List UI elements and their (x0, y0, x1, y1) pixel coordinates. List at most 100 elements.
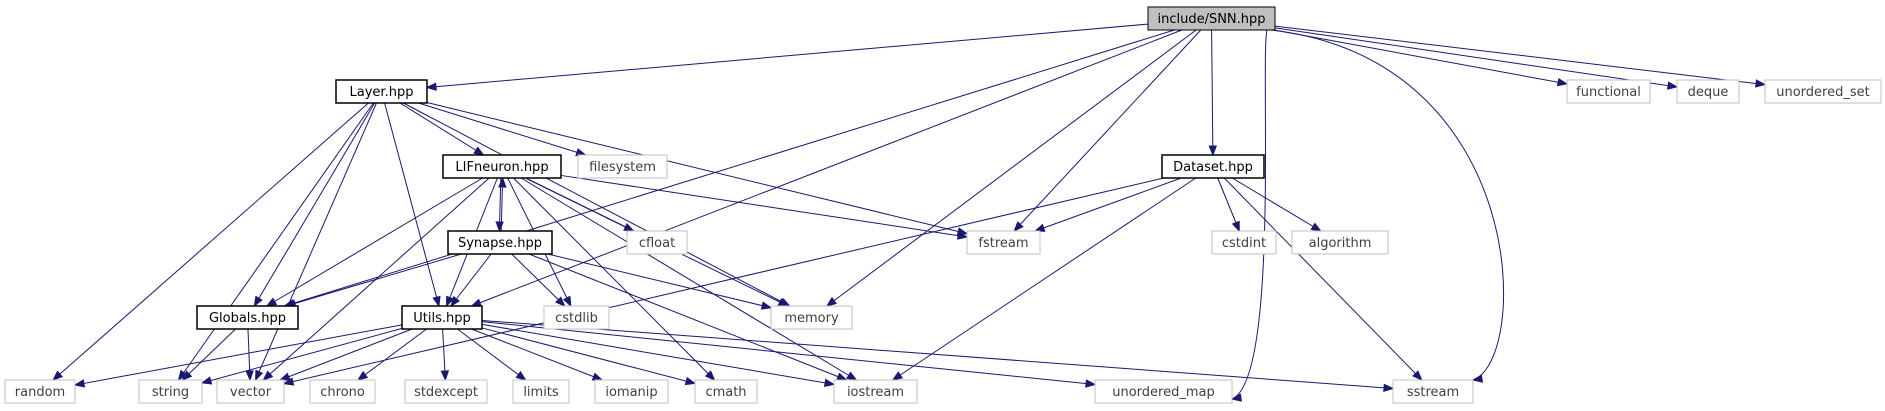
node-lif[interactable]: LIFneuron.hpp (442, 154, 562, 179)
arrowhead (825, 296, 838, 307)
arrowhead (254, 369, 264, 382)
edge-utils-to-sstream (481, 319, 1394, 390)
node-globals[interactable]: Globals.hpp (196, 305, 299, 330)
arrowhead (473, 146, 485, 156)
node-label: LIFneuron.hpp (455, 160, 548, 175)
edge-dataset-to-cstdint (1217, 177, 1240, 232)
edge-layer-to-random (52, 102, 369, 381)
node-box (577, 154, 668, 179)
node-box (543, 305, 610, 330)
edge-utils-to-random (74, 324, 403, 386)
node-label: Layer.hpp (350, 85, 414, 100)
edge-lif-to-cmath (513, 177, 715, 381)
nodes: include/SNN.hppLayer.hppLIFneuron.hppSyn… (4, 6, 1882, 404)
node-unordered_map: unordered_map (1094, 379, 1233, 404)
arrowhead (1013, 221, 1024, 233)
edge-lif-to-fstream (560, 174, 968, 238)
edge-globals-to-string (182, 328, 236, 381)
node-box (1764, 79, 1882, 104)
edge-synapse-to-cstdlib (511, 253, 566, 307)
node-dataset[interactable]: Dataset.hpp (1161, 154, 1265, 179)
node-label: include/SNN.hpp (1157, 12, 1265, 27)
node-synapse[interactable]: Synapse.hpp (447, 230, 553, 255)
arrowhead (1412, 370, 1423, 381)
arrowhead (245, 370, 254, 382)
arrowhead (591, 372, 604, 381)
edge-synapse-to-utils (450, 253, 492, 307)
edge-synapse-to-globals (286, 253, 462, 307)
edge-layer-to-globals (253, 102, 376, 307)
node-box (1291, 230, 1389, 255)
node-box (442, 154, 562, 179)
node-label: Globals.hpp (209, 311, 286, 326)
node-box (694, 379, 758, 404)
node-label: unordered_set (1776, 85, 1869, 100)
edge-utils-to-unordered_map (481, 321, 1096, 385)
node-box (626, 230, 688, 255)
node-chrono: chrono (309, 379, 376, 404)
edges (52, 23, 1767, 402)
node-label: sstream (1407, 385, 1459, 400)
edge-snn-to-unordered_set (1274, 25, 1766, 86)
arrowhead (177, 369, 188, 382)
node-layer[interactable]: Layer.hpp (335, 79, 428, 104)
arrowhead (440, 370, 450, 382)
edge-snn-to-memory (826, 29, 1197, 307)
edge-snn-to-deque (1274, 27, 1678, 88)
node-vector: vector (216, 379, 285, 404)
node-utils[interactable]: Utils.hpp (401, 305, 483, 330)
node-cstdlib: cstdlib (543, 305, 610, 330)
node-box (966, 230, 1041, 255)
node-box (1147, 6, 1276, 31)
arrowhead (425, 82, 437, 91)
node-box (216, 379, 285, 404)
edge-utils-to-string (201, 327, 403, 384)
arrowhead (356, 370, 369, 381)
node-box (1161, 154, 1265, 179)
arrowhead (704, 370, 716, 381)
node-cstdint: cstdint (1211, 230, 1277, 255)
node-functional: functional (1566, 79, 1651, 104)
edge-layer-to-utils (384, 102, 440, 307)
arrowhead (836, 372, 848, 381)
node-label: deque (1688, 85, 1729, 100)
node-box (309, 379, 376, 404)
node-snn[interactable]: include/SNN.hpp (1147, 6, 1276, 31)
edge-layer-to-lif (399, 102, 484, 156)
node-box (4, 379, 76, 404)
node-label: algorithm (1309, 236, 1372, 251)
arrowhead (1556, 77, 1569, 87)
node-label: vector (230, 385, 272, 400)
edge-layer-to-string (178, 102, 374, 381)
arrowhead (446, 295, 455, 308)
node-label: memory (784, 311, 839, 326)
node-limits: limits (512, 379, 570, 404)
node-box (1094, 379, 1233, 404)
edge-utils-to-chrono (357, 328, 427, 381)
node-box (770, 305, 853, 330)
edge-layer-to-vector (255, 102, 377, 381)
arrowhead (1310, 222, 1322, 232)
node-label: limits (523, 385, 559, 400)
arrowhead (956, 231, 969, 240)
arrowhead (73, 379, 86, 388)
node-label: fstream (978, 236, 1028, 251)
node-box (335, 79, 428, 104)
node-box (833, 379, 918, 404)
node-cfloat: cfloat (626, 230, 688, 255)
node-label: cfloat (639, 236, 675, 251)
arrowhead (432, 295, 441, 308)
arrowhead (515, 370, 527, 381)
node-label: cmath (705, 385, 746, 400)
arrowhead (262, 370, 274, 381)
arrowhead (1755, 79, 1767, 88)
node-box (401, 305, 483, 330)
node-label: filesystem (589, 160, 656, 175)
arrowhead (823, 378, 836, 387)
arrowhead (684, 376, 697, 386)
edge-synapse-to-memory (547, 253, 772, 309)
node-box (1566, 79, 1651, 104)
node-unordered_set: unordered_set (1764, 79, 1882, 104)
node-box (594, 379, 669, 404)
arrowhead (1383, 383, 1395, 393)
